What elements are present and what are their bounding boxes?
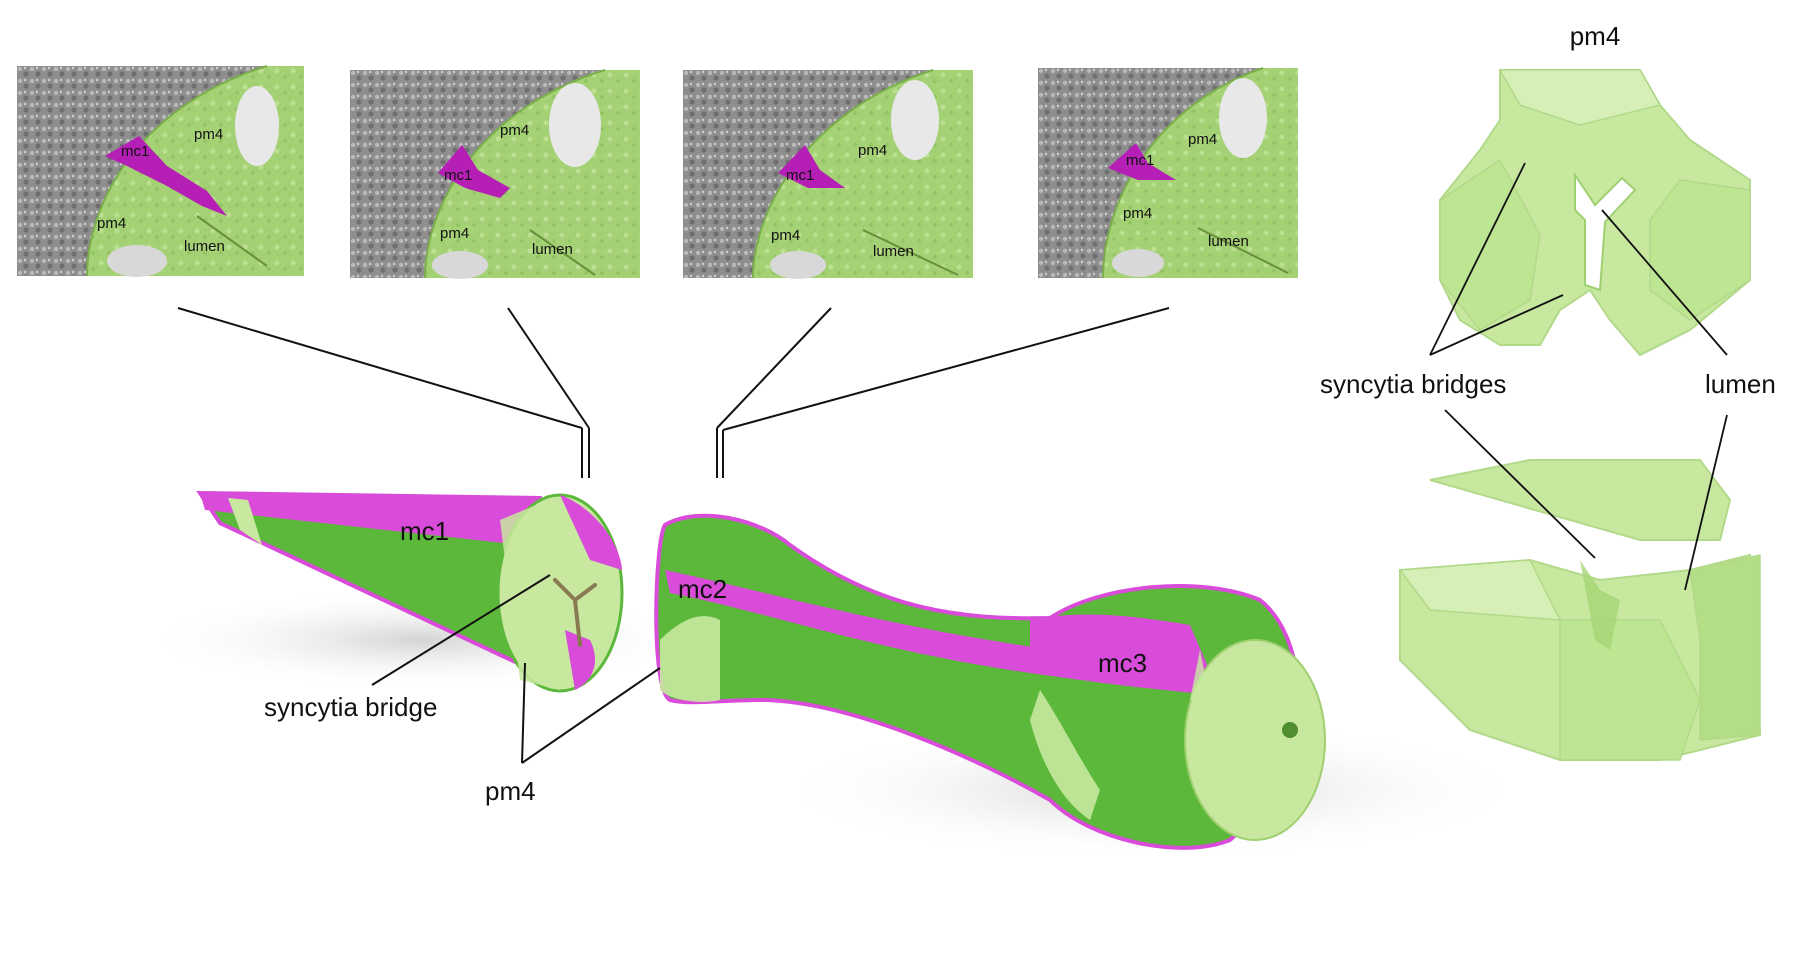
mc2-label: mc2 [678, 574, 727, 604]
em-panel-4: mc1 pm4 pm4 lumen [1038, 67, 1298, 279]
connector-line-4 [722, 307, 1170, 431]
em3-pm4-top-label: pm4 [858, 142, 887, 159]
pm4-perspective-view [1398, 459, 1762, 761]
pm4-top-view: pm4 [1439, 21, 1751, 357]
connector-line-2 [507, 307, 590, 429]
em3-lumen-label: lumen [873, 243, 914, 260]
em4-pm4-left-label: pm4 [1123, 205, 1152, 222]
lumen-side-label: lumen [1705, 369, 1776, 399]
pm4-model-label: pm4 [485, 776, 536, 806]
em2-pm4-left-label: pm4 [440, 225, 469, 242]
bridges-leader-1 [1429, 162, 1526, 356]
em3-pm4-left-label: pm4 [771, 227, 800, 244]
pm4-side-title: pm4 [1570, 21, 1621, 51]
em2-pm4-top-label: pm4 [500, 122, 529, 139]
section-connectors [177, 307, 1170, 478]
em1-pm4-left-label: pm4 [97, 215, 126, 232]
bridges-leader-3 [1444, 409, 1596, 559]
em1-lumen-label: lumen [184, 238, 225, 255]
em2-lumen-label: lumen [532, 241, 573, 258]
tube-segment-mc2-mc3: mc2 mc3 [654, 513, 1326, 850]
em-panel-2: mc1 pm4 pm4 lumen [350, 69, 640, 279]
pm4-leader-left [521, 662, 526, 764]
connector-line-3 [716, 307, 832, 429]
lumen-leader-1 [1601, 209, 1728, 356]
em3-mc1-label: mc1 [786, 167, 814, 184]
em1-pm4-top-label: pm4 [194, 126, 223, 143]
em-panel-3: mc1 pm4 pm4 lumen [683, 69, 973, 279]
em4-mc1-label: mc1 [1126, 152, 1154, 169]
syncytia-bridges-label: syncytia bridges [1320, 369, 1506, 399]
model-leaders [371, 574, 661, 764]
syncytia-bridge-leader [371, 574, 551, 686]
em1-mc1-label: mc1 [121, 143, 149, 160]
mc3-label: mc3 [1098, 648, 1147, 678]
syncytia-bridge-label: syncytia bridge [264, 692, 437, 722]
side-leaders [1429, 162, 1728, 591]
mc1-label: mc1 [400, 516, 449, 546]
pm4-leader-right [521, 667, 661, 764]
lumen-leader-2 [1684, 414, 1728, 591]
em2-mc1-label: mc1 [444, 167, 472, 184]
em4-lumen-label: lumen [1208, 233, 1249, 250]
em4-pm4-top-label: pm4 [1188, 131, 1217, 148]
tube-segment-mc1: mc1 [196, 490, 624, 693]
connector-line-1 [177, 307, 583, 429]
em-panel-1: mc1 pm4 pm4 lumen [17, 65, 304, 277]
bridges-leader-2 [1429, 294, 1564, 356]
